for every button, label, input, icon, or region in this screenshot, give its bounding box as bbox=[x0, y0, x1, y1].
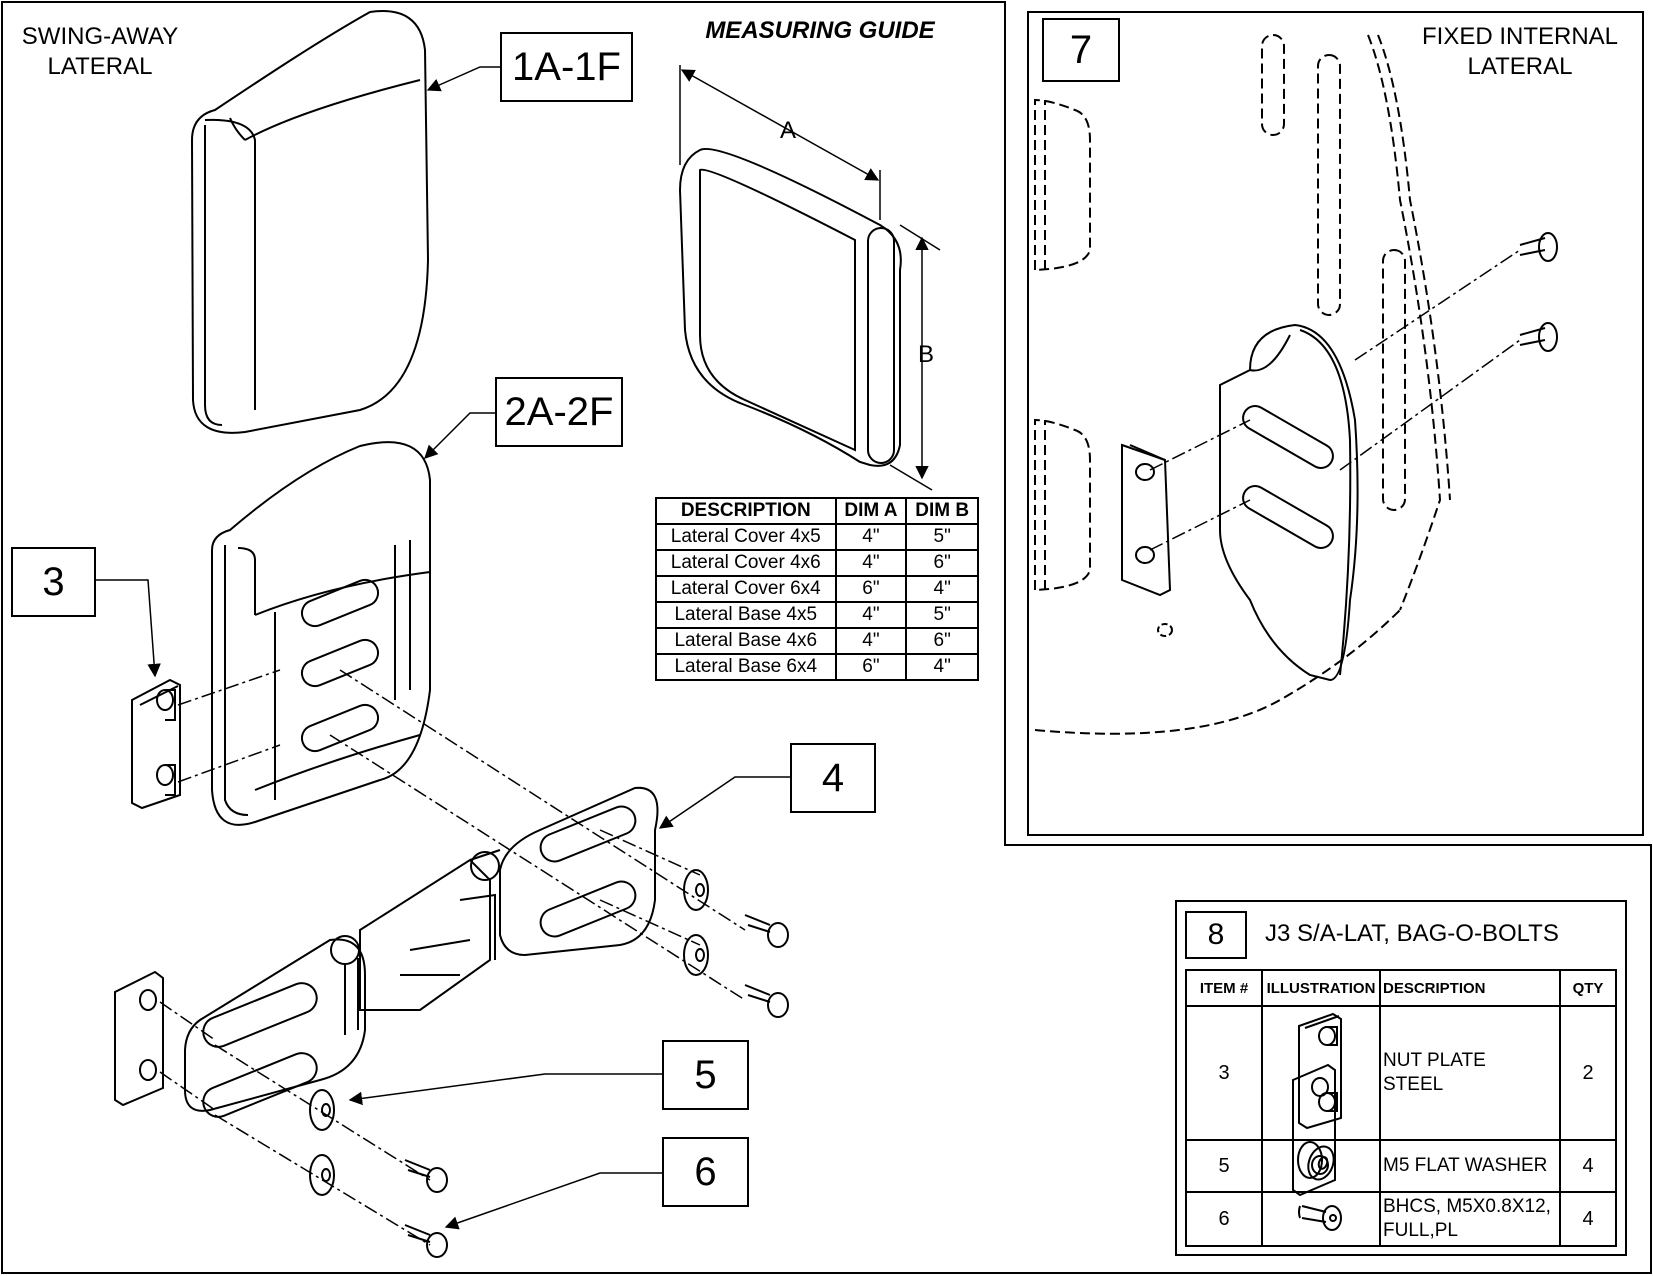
bom-item-number: 6 bbox=[1185, 1191, 1263, 1247]
bom-description-line: STEEL bbox=[1383, 1074, 1444, 1095]
bom-qty: 4 bbox=[1559, 1139, 1617, 1193]
row-dim-b: 5" bbox=[905, 523, 979, 551]
callout-4: 4 bbox=[790, 743, 876, 813]
bom-qty: 4 bbox=[1559, 1191, 1617, 1247]
row-dim-b: 4" bbox=[905, 575, 979, 603]
lateral-base bbox=[211, 441, 431, 826]
bom-header-illustration: ILLUSTRATION bbox=[1261, 969, 1381, 1007]
row-description: Lateral Cover 4x5 bbox=[655, 523, 837, 551]
row-description: Lateral Cover 6x4 bbox=[655, 575, 837, 603]
nut-plate-illustration bbox=[1261, 1005, 1381, 1141]
nut-plate-3 bbox=[131, 678, 181, 810]
bom-item-number: 3 bbox=[1185, 1005, 1263, 1141]
swing-away-label: SWING-AWAY LATERAL bbox=[10, 22, 190, 82]
bolt-icon bbox=[1298, 1205, 1342, 1231]
row-description: Lateral Cover 4x6 bbox=[655, 549, 837, 577]
row-dim-a: 6" bbox=[834, 653, 908, 681]
bom-description: NUT PLATE STEEL bbox=[1379, 1005, 1561, 1141]
bom-header-qty: QTY bbox=[1559, 969, 1617, 1007]
swing-away-line-1: SWING-AWAY bbox=[21, 23, 179, 50]
bom-description-line: M5 FLAT WASHER bbox=[1383, 1155, 1548, 1176]
header-description: DESCRIPTION bbox=[655, 497, 837, 525]
header-dim-b: DIM B bbox=[905, 497, 979, 525]
nut-plate-icon bbox=[1298, 1012, 1342, 1130]
hinge-bracket-4 bbox=[184, 786, 659, 1118]
bom-description-line: FULL,PL bbox=[1383, 1220, 1458, 1241]
bom-qty: 2 bbox=[1559, 1005, 1617, 1141]
measuring-guide-title: MEASURING GUIDE bbox=[705, 17, 935, 44]
table-header-row: DESCRIPTION DIM A DIM B bbox=[655, 497, 979, 525]
washer-illustration bbox=[1261, 1139, 1381, 1193]
row-dim-a: 4" bbox=[834, 523, 908, 551]
callout-7: 7 bbox=[1042, 18, 1120, 82]
bom-description-line: BHCS, M5X0.8X12, bbox=[1383, 1196, 1551, 1217]
measuring-guide-table: DESCRIPTION DIM A DIM B Lateral Cover 4x… bbox=[655, 497, 979, 681]
bom-description: BHCS, M5X0.8X12, FULL,PL bbox=[1379, 1191, 1561, 1247]
row-dim-a: 4" bbox=[834, 627, 908, 655]
row-dim-a: 6" bbox=[834, 575, 908, 603]
dim-b-label: B bbox=[918, 341, 934, 368]
row-description: Lateral Base 6x4 bbox=[655, 653, 837, 681]
table-row: 3 NUT PLATE STEEL 2 bbox=[1185, 1005, 1617, 1141]
bag-o-bolts-panel: 8 J3 S/A-LAT, BAG-O-BOLTS ITEM # ILLUSTR… bbox=[1175, 900, 1627, 1256]
leader-lines bbox=[96, 66, 790, 1230]
header-dim-a: DIM A bbox=[834, 497, 908, 525]
row-dim-b: 6" bbox=[905, 627, 979, 655]
fixed-internal-lateral-drawing bbox=[1034, 34, 1558, 735]
bolt-illustration bbox=[1261, 1191, 1381, 1247]
callout-5: 5 bbox=[662, 1040, 749, 1110]
bolts-6 bbox=[404, 914, 789, 1258]
measuring-guide-pad bbox=[678, 148, 902, 467]
swing-away-line-2: LATERAL bbox=[47, 53, 153, 80]
bom-title: J3 S/A-LAT, BAG-O-BOLTS bbox=[1265, 920, 1559, 947]
bom-header-description: DESCRIPTION bbox=[1379, 969, 1561, 1007]
dim-a-label: A bbox=[780, 117, 796, 144]
row-dim-a: 4" bbox=[834, 601, 908, 629]
row-description: Lateral Base 4x6 bbox=[655, 627, 837, 655]
table-row: 6 BHCS, M5X0.8X12, FULL,PL 4 bbox=[1185, 1191, 1617, 1247]
bom-header-item: ITEM # bbox=[1185, 969, 1263, 1007]
dimension-lines bbox=[679, 65, 941, 491]
inset-frame-7 bbox=[1027, 11, 1644, 836]
row-dim-b: 6" bbox=[905, 549, 979, 577]
fixed-internal-line-1: FIXED INTERNAL bbox=[1421, 23, 1619, 50]
row-description: Lateral Base 4x5 bbox=[655, 601, 837, 629]
bom-description-line: NUT PLATE bbox=[1383, 1050, 1486, 1071]
bom-header-row: ITEM # ILLUSTRATION DESCRIPTION QTY bbox=[1185, 969, 1617, 1007]
callout-3: 3 bbox=[11, 547, 96, 617]
bom-table: ITEM # ILLUSTRATION DESCRIPTION QTY 3 NU… bbox=[1185, 969, 1617, 1247]
washer-icon bbox=[1307, 1145, 1335, 1181]
washers-5 bbox=[309, 869, 709, 1196]
row-dim-b: 5" bbox=[905, 601, 979, 629]
callout-2a-2f: 2A-2F bbox=[495, 377, 623, 447]
row-dim-b: 4" bbox=[905, 653, 979, 681]
bom-description: M5 FLAT WASHER bbox=[1379, 1139, 1561, 1193]
fixed-internal-line-2: LATERAL bbox=[1467, 53, 1573, 80]
callout-8: 8 bbox=[1185, 911, 1247, 959]
assembly-lines-7 bbox=[1149, 249, 1521, 551]
nut-plate-lower bbox=[114, 970, 164, 1107]
assembly-lines bbox=[159, 669, 746, 1246]
fixed-internal-label: FIXED INTERNAL LATERAL bbox=[1405, 22, 1635, 82]
callout-6: 6 bbox=[662, 1137, 749, 1207]
table-row: 5 M5 FLAT WASHER 4 bbox=[1185, 1139, 1617, 1193]
lateral-cover-pad bbox=[190, 10, 430, 434]
callout-1a-1f: 1A-1F bbox=[500, 32, 633, 102]
bom-item-number: 5 bbox=[1185, 1139, 1263, 1193]
row-dim-a: 4" bbox=[834, 549, 908, 577]
